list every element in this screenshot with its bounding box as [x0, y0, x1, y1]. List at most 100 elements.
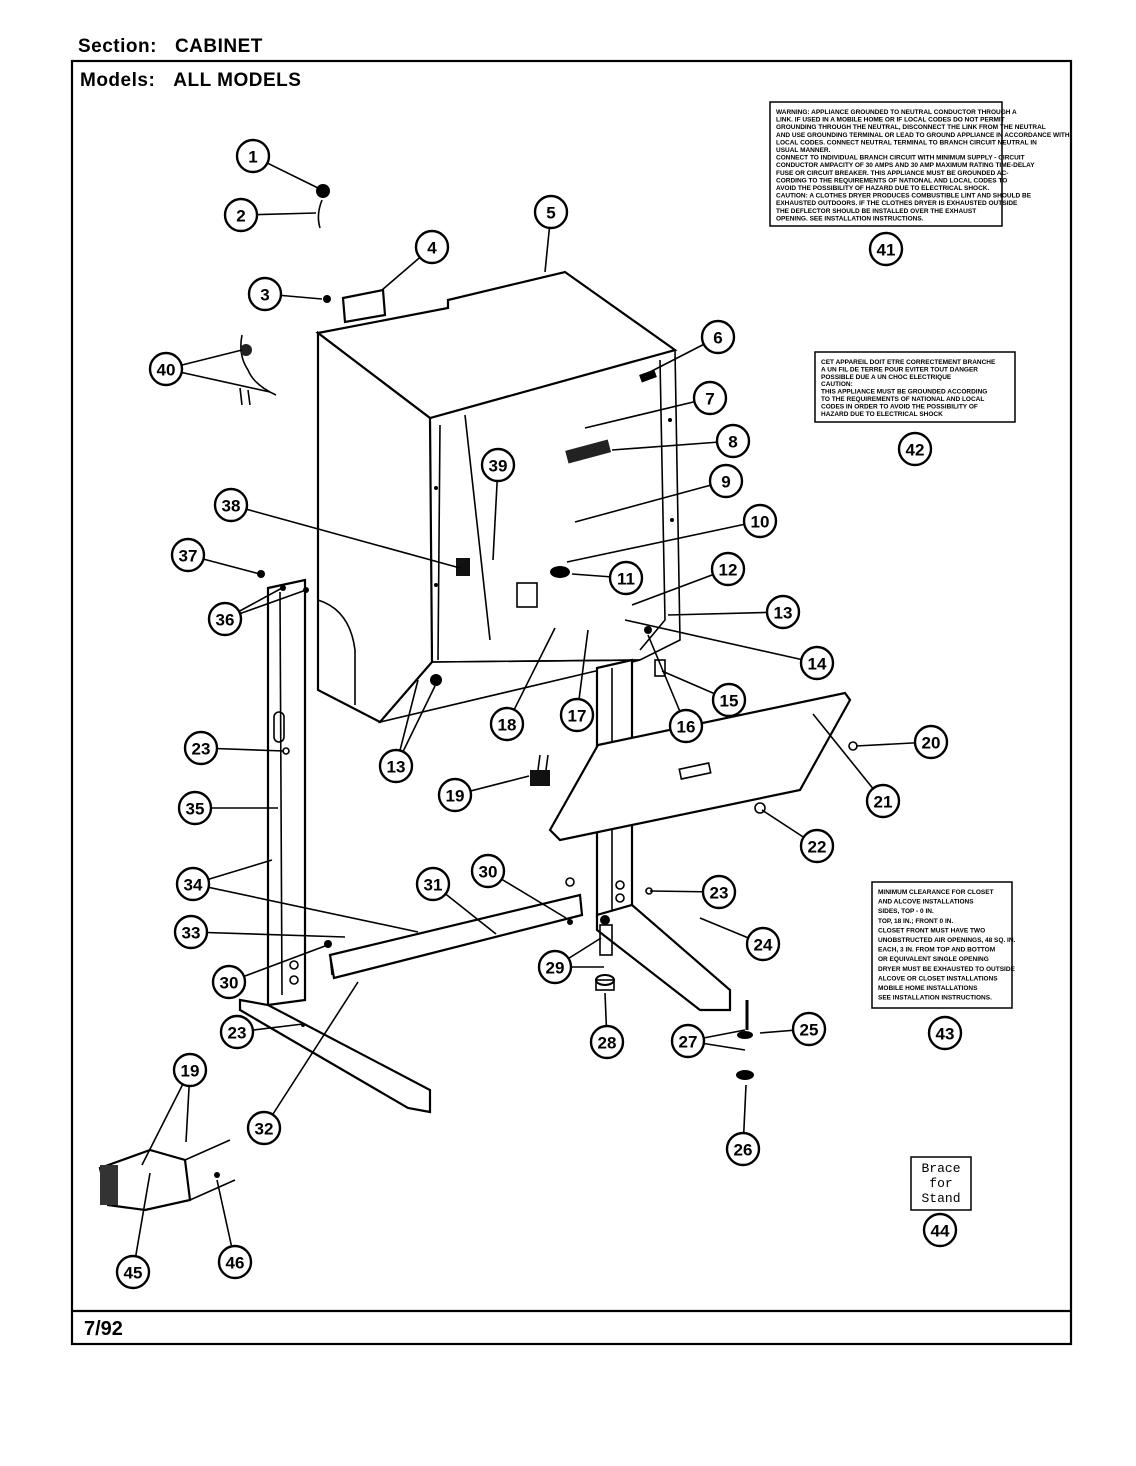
label-44-brace: Brace for Stand: [910, 1156, 972, 1211]
callout-37: 37: [170, 537, 206, 573]
leader-line: [574, 480, 727, 523]
label-43-line: AND ALCOVE INSTALLATIONS: [878, 899, 974, 906]
callout-number: 3: [260, 286, 269, 305]
callout-number: 45: [124, 1264, 143, 1283]
callout-17: 17: [559, 697, 595, 733]
callout-22: 22: [799, 828, 835, 864]
models-header: Models:ALL MODELS: [80, 70, 301, 92]
label-43-line: MINIMUM CLEARANCE FOR CLOSET: [878, 889, 994, 896]
label-43-line: EACH, 3 IN. FROM TOP AND BOTTOM: [878, 947, 995, 954]
label-42-line: CAUTION:: [821, 381, 853, 388]
callout-number: 1: [248, 148, 257, 167]
label-41-line: LINK. IF USED IN A MOBILE HOME OR IF LOC…: [776, 117, 1005, 124]
brace-label-line-1: Brace: [921, 1161, 960, 1176]
callout-number: 38: [222, 497, 241, 516]
callout-27: 27: [670, 1023, 706, 1059]
part-45-terminal-block: [98, 1139, 236, 1212]
callout-number: 46: [226, 1254, 245, 1273]
leader-line: [584, 397, 711, 429]
callout-number: 4: [427, 239, 437, 258]
callout-10: 10: [742, 503, 778, 539]
callout-number: 8: [728, 433, 737, 452]
label-42-line: HAZARD DUE TO ELECTRICAL SHOCK: [821, 411, 943, 418]
callout-number: 23: [710, 884, 729, 903]
callout-20: 20: [913, 724, 949, 760]
callout-number: 15: [720, 692, 739, 711]
callout-number: 2: [236, 207, 245, 226]
callout-32: 32: [246, 1110, 282, 1146]
label-41-line: CAUTION: A CLOTHES DRYER PRODUCES COMBUS…: [776, 193, 1032, 200]
callout-23: 23: [183, 730, 219, 766]
callout-35: 35: [177, 790, 213, 826]
callout-19: 19: [437, 777, 473, 813]
callout-14: 14: [799, 645, 835, 681]
brace-label-line-3: Stand: [921, 1191, 960, 1206]
callout-15: 15: [711, 682, 747, 718]
section-header: Section:CABINET: [78, 36, 263, 58]
label-43-line: OR EQUIVALENT SINGLE OPENING: [878, 956, 989, 963]
leader-line: [611, 440, 734, 451]
callout-number: 21: [874, 793, 893, 812]
footer-date: 7/92: [84, 1318, 123, 1340]
callout-18: 18: [489, 706, 525, 742]
label-42-line: POSSIBLE DUE A UN CHOC ELECTRIQUE: [821, 374, 952, 381]
label-41-line: AVOID THE POSSIBILITY OF HAZARD DUE TO E…: [776, 185, 990, 192]
models-label: Models:: [80, 70, 156, 91]
callout-39: 39: [480, 447, 516, 483]
leader-line: [192, 883, 419, 933]
callout-28: 28: [589, 1024, 625, 1060]
callout-21: 21: [865, 783, 901, 819]
callout-number: 22: [808, 838, 827, 857]
leader-line: [624, 619, 818, 664]
callout-42: 42: [897, 431, 933, 467]
label-43-line: SEE INSTALLATION INSTRUCTIONS.: [878, 995, 992, 1002]
callout-8: 8: [715, 423, 751, 459]
label-41-line: GROUNDING THROUGH THE NEUTRAL, DISCONNEC…: [776, 124, 1046, 131]
label-43-line: ALCOVE OR CLOSET INSTALLATIONS: [878, 975, 998, 982]
callout-33: 33: [173, 914, 209, 950]
label-43-line: CLOSET FRONT MUST HAVE TWO: [878, 927, 985, 934]
callout-number: 19: [181, 1062, 200, 1081]
label-41-line: AND USE GROUNDING TERMINAL OR LEAD TO GR…: [776, 132, 1070, 139]
callout-number: 40: [157, 361, 176, 380]
callout-number: 39: [489, 457, 508, 476]
callout-number: 41: [877, 241, 896, 260]
callout-number: 35: [186, 800, 205, 819]
callout-number: 23: [192, 740, 211, 759]
label-42-line: CET APPAREIL DOIT ETRE CORRECTEMENT BRAN…: [821, 359, 996, 366]
leader-line: [566, 520, 761, 563]
callout-13: 13: [765, 594, 801, 630]
callout-number: 31: [424, 876, 443, 895]
callout-number: 26: [734, 1141, 753, 1160]
callout-number: 25: [800, 1021, 819, 1040]
part-2-clip: [317, 199, 323, 229]
part-38: [456, 558, 470, 576]
label-41-line: THE DEFLECTOR SHOULD BE INSTALLED OVER T…: [776, 208, 976, 215]
callout-number: 10: [751, 513, 770, 532]
callout-25: 25: [791, 1011, 827, 1047]
part-11: [550, 566, 570, 578]
label-43-clearance: MINIMUM CLEARANCE FOR CLOSET AND ALCOVE I…: [871, 881, 1016, 1009]
label-42-line: CODES IN ORDER TO AVOID THE POSSIBILITY …: [821, 403, 978, 410]
callout-36: 36: [207, 601, 243, 637]
callout-5: 5: [533, 194, 569, 230]
label-41-line: WARNING: APPLIANCE GROUNDED TO NEUTRAL C…: [776, 109, 1017, 116]
callout-number: 6: [713, 329, 722, 348]
callout-number: 7: [705, 390, 714, 409]
callout-number: 14: [808, 655, 827, 674]
callout-number: 18: [498, 716, 517, 735]
callout-29: 29: [537, 949, 573, 985]
leader-line: [141, 1069, 191, 1166]
callout-number: 43: [936, 1025, 955, 1044]
part-6: [639, 369, 657, 383]
callout-23: 23: [219, 1014, 255, 1050]
label-41-line: CORDING TO THE REQUIREMENTS OF NATIONAL …: [776, 177, 1007, 184]
leader-line: [506, 627, 556, 725]
label-43-line: DRYER MUST BE EXHAUSTED TO OUTSIDE: [878, 966, 1016, 973]
callout-16: 16: [668, 708, 704, 744]
callout-number: 24: [754, 936, 773, 955]
callout-24: 24: [745, 926, 781, 962]
label-42-line: THIS APPLIANCE MUST BE GROUNDED ACCORDIN…: [821, 389, 987, 396]
callout-number: 19: [446, 787, 465, 806]
brace-label-line-2: for: [929, 1176, 952, 1191]
